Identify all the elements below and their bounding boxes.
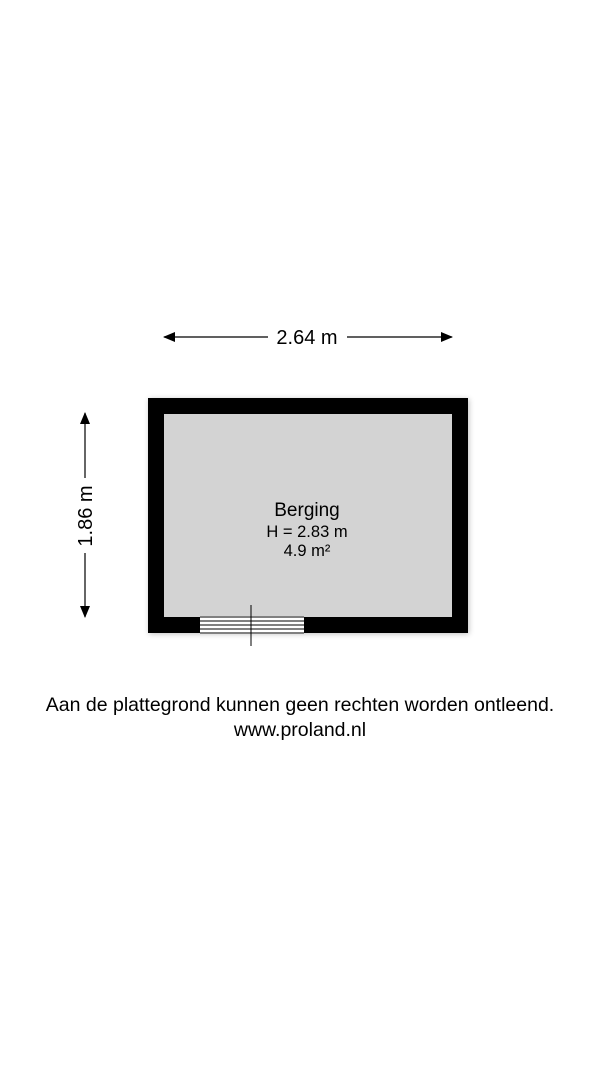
disclaimer-text: Aan de plattegrond kunnen geen rechten w…: [45, 694, 555, 716]
room-floor: [164, 414, 452, 617]
website-link[interactable]: www.proland.nl: [233, 719, 367, 741]
room-ceiling-height: H = 2.83 m: [266, 523, 347, 541]
door: [200, 605, 304, 646]
height-dimension-label: 1.86 m: [75, 485, 97, 546]
height-dimension: 1.86 m: [75, 412, 97, 618]
width-dimension: 2.64 m: [163, 327, 453, 349]
room-berging: [148, 398, 468, 633]
room-name: Berging: [274, 500, 340, 521]
room-area: 4.9 m²: [284, 542, 331, 560]
width-dimension-label: 2.64 m: [276, 327, 337, 349]
